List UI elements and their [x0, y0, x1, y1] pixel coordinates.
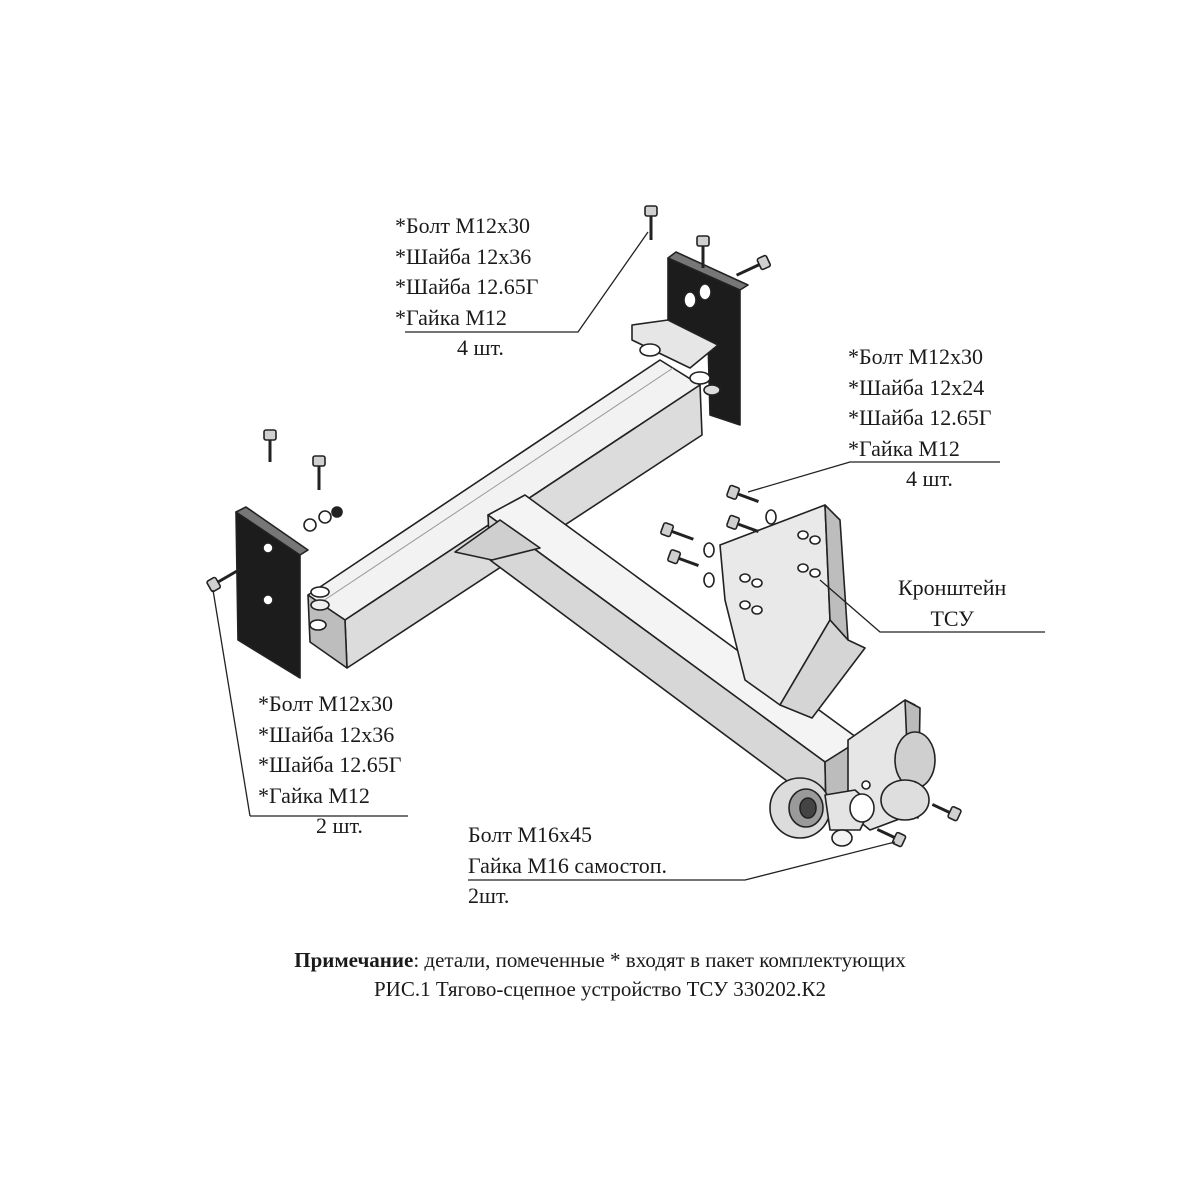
- callout-top-line-3: *Шайба 12.65Г: [395, 274, 539, 299]
- leader-lines: [212, 231, 1045, 881]
- callout-right-qty: 4 шт.: [906, 466, 953, 491]
- callout-left: *Болт М12х30 *Шайба 12х36 *Шайба 12.65Г …: [258, 689, 401, 842]
- callout-bracket-line-1: Кронштейн: [898, 575, 1007, 600]
- callout-bottom-line-1: Болт М16х45: [468, 822, 592, 847]
- bolts: [206, 205, 962, 848]
- callout-top-line-1: *Болт М12х30: [395, 213, 530, 238]
- callout-bracket-line-2: ТСУ: [930, 605, 974, 631]
- callout-top-line-2: *Шайба 12х36: [395, 243, 532, 269]
- callout-bracket: Кронштейн ТСУ: [898, 573, 1006, 634]
- callout-top: *Болт М12х30 *Шайба 12х36 *Шайба 12.65Г …: [395, 211, 538, 364]
- figure-note: Примечание: детали, помеченные * входят …: [0, 946, 1200, 1004]
- callout-top-line-4: *Гайка М12: [395, 304, 507, 330]
- hitch-ball-mount: [769, 699, 936, 847]
- note-text: : детали, помеченные * входят в пакет ко…: [413, 948, 906, 972]
- callout-top-qty: 4 шт.: [457, 335, 504, 360]
- callout-left-line-1: *Болт М12х30: [258, 691, 393, 716]
- left-mounting-plate: [235, 506, 330, 679]
- right-mounting-plate: [631, 251, 749, 426]
- callout-left-line-4: *Гайка М12: [258, 782, 370, 808]
- callout-right-line-4: *Гайка М12: [848, 435, 960, 461]
- callout-right-line-2: *Шайба 12х24: [848, 374, 985, 400]
- callout-right: *Болт М12х30 *Шайба 12х24 *Шайба 12.65Г …: [848, 342, 991, 495]
- callout-left-line-3: *Шайба 12.65Г: [258, 752, 402, 777]
- note-line: Примечание: детали, помеченные * входят …: [0, 946, 1200, 975]
- callout-bottom: Болт М16х45 Гайка М16 самостоп. 2шт.: [468, 820, 667, 912]
- tow-bracket: [719, 504, 866, 719]
- callout-right-line-3: *Шайба 12.65Г: [848, 405, 992, 430]
- callout-bottom-line-2: Гайка М16 самостоп.: [468, 852, 668, 878]
- callout-left-qty: 2 шт.: [316, 813, 363, 838]
- callout-left-line-2: *Шайба 12х36: [258, 721, 395, 747]
- callout-bottom-line-3: 2шт.: [468, 883, 510, 908]
- figure-caption: РИС.1 Тягово-сцепное устройство ТСУ 3302…: [373, 977, 827, 1001]
- note-prefix: Примечание: [294, 948, 414, 972]
- callout-right-line-1: *Болт М12х30: [848, 344, 983, 369]
